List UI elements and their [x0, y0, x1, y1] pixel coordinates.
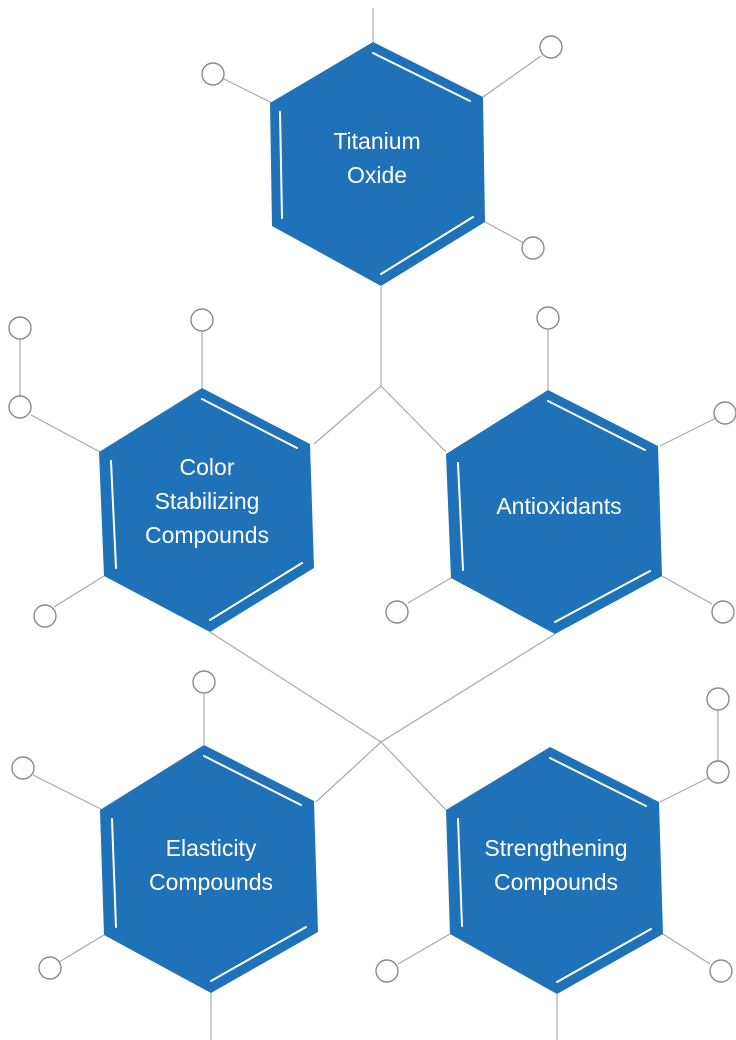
hexagon-inner-line: [547, 400, 646, 451]
connector-line: [313, 385, 382, 445]
label-line: Oxide: [346, 162, 408, 188]
atom-bond: [221, 77, 273, 104]
atom-circle: [33, 604, 57, 628]
hexagon-inner-line: [549, 757, 647, 807]
atom-circle: [190, 308, 214, 332]
hexagon-antioxidants: [446, 390, 662, 634]
atom-circle: [385, 600, 409, 624]
connector-line: [209, 631, 382, 743]
atom-circle: [709, 959, 733, 983]
atom-circle: [192, 670, 216, 694]
label-line: Color: [179, 454, 235, 480]
hexagon-shape: [100, 745, 318, 993]
hexagon-inner-line: [372, 52, 471, 102]
hexagon-inner-line: [457, 462, 464, 571]
node-label-elasticity-compounds: Elasticity Compounds: [116, 831, 306, 899]
atom-bond: [662, 933, 711, 965]
atom-bond: [30, 414, 101, 453]
label-line: Stabilizing: [154, 488, 260, 514]
hexagon-inner-line: [380, 216, 474, 275]
atom-circle: [539, 35, 563, 59]
hexagon-elasticity-compounds: [100, 745, 318, 993]
label-line: Compounds: [493, 869, 619, 895]
label-line: Antioxidants: [496, 493, 622, 519]
atom-circle: [521, 236, 545, 260]
connector-line: [315, 741, 382, 803]
label-line: Compounds: [144, 522, 270, 548]
atom-bond: [397, 933, 451, 965]
hexagon-inner-line: [279, 111, 283, 219]
node-label-antioxidants: Antioxidants: [464, 489, 654, 523]
atom-circle: [706, 760, 730, 784]
hexagon-strengthening-compounds: [446, 747, 663, 994]
atom-circle: [713, 401, 736, 425]
hexagon-inner-line: [554, 570, 651, 623]
hexagon-inner-line: [209, 562, 303, 621]
atom-circle: [706, 687, 730, 711]
atom-bonds: [19, 8, 719, 1040]
hexagon-inner-line: [203, 755, 302, 806]
atom-bond: [659, 417, 717, 447]
node-label-titanium-oxide: Titanium Oxide: [282, 124, 472, 192]
hexagon-inner-line: [210, 926, 307, 982]
connector-line: [380, 385, 447, 453]
connector-line: [380, 633, 556, 743]
label-line: Compounds: [148, 869, 274, 895]
hexagon-shape: [99, 388, 314, 632]
label-line: Titanium: [333, 128, 421, 154]
atom-circle: [8, 316, 32, 340]
atom-circle: [536, 306, 560, 330]
atom-circle: [711, 600, 735, 624]
atom-circle: [38, 956, 62, 980]
hexagon-titanium-oxide: [270, 42, 485, 286]
atom-bond: [484, 221, 525, 244]
atoms: [8, 35, 736, 983]
hexagon-shape: [446, 390, 662, 634]
label-line: Strengthening: [484, 835, 628, 861]
atom-circle: [11, 756, 35, 780]
hexagon-inner-line: [201, 398, 298, 449]
atom-bond: [53, 575, 105, 608]
atom-bond: [661, 575, 713, 605]
atom-bond: [407, 577, 452, 604]
hexagon-inner-line: [457, 818, 463, 927]
hexagon-inner-line: [111, 818, 117, 928]
hexagon-shape: [270, 42, 485, 286]
atom-bond: [482, 55, 542, 98]
connector-line: [380, 741, 447, 811]
hexagon-color-stabilizing-compounds: [99, 388, 314, 632]
hexagon-inner-line: [556, 928, 652, 983]
atom-bond: [659, 776, 711, 803]
hexagon-inner-line: [110, 460, 117, 569]
connector-lines: [209, 286, 556, 811]
node-label-color-stabilizing-compounds: Color Stabilizing Compounds: [112, 450, 302, 552]
atom-circle: [375, 959, 399, 983]
node-label-strengthening-compounds: Strengthening Compounds: [461, 831, 651, 899]
label-line: Elasticity: [165, 835, 257, 861]
atom-bond: [32, 774, 102, 810]
atom-circle: [201, 62, 225, 86]
atom-bond: [58, 934, 105, 963]
atom-circle: [8, 395, 32, 419]
hexagon-shape: [446, 747, 663, 994]
